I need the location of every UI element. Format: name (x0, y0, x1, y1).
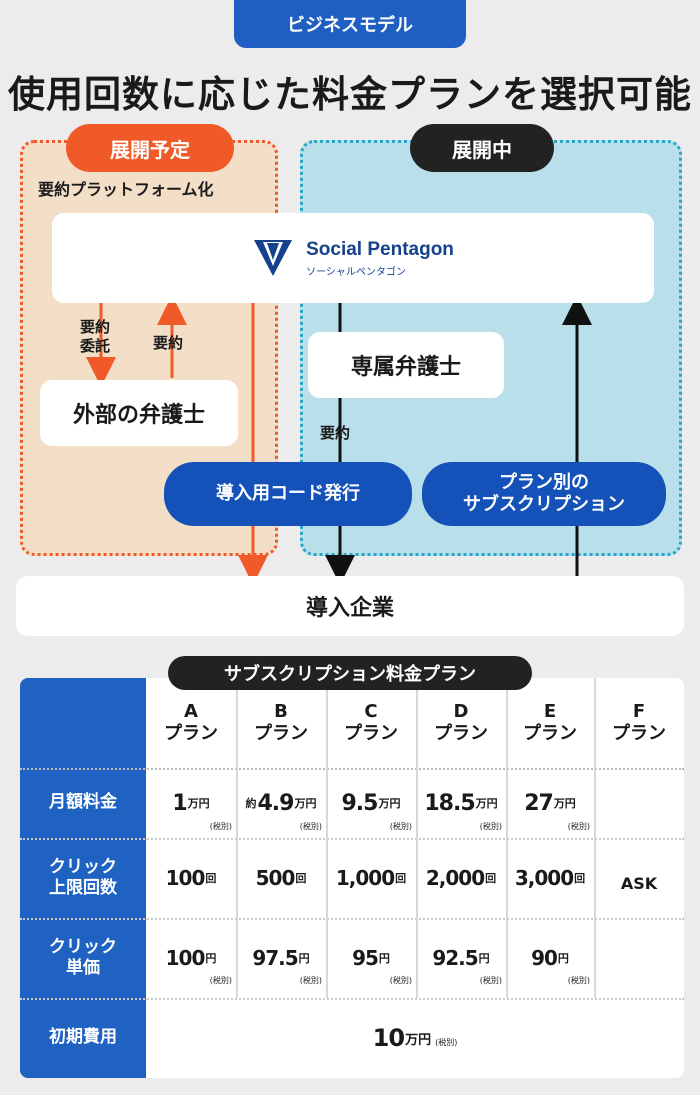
pentagon-logo-icon (254, 240, 293, 276)
col-divider (326, 678, 328, 998)
logo-name: Social Pentagon (306, 238, 454, 260)
row-divider (20, 998, 684, 1000)
col-divider (416, 678, 418, 998)
external-lawyer-box: 外部の弁護士 (40, 380, 238, 446)
col-divider (594, 678, 596, 998)
business-model-tag: ビジネスモデル (234, 0, 466, 48)
planned-badge: 展開予定 (66, 124, 234, 172)
row-label-monthly: 月額料金 (49, 792, 117, 813)
plan-f-ask: ASK (620, 873, 658, 893)
code-issue-pill: 導入用コード発行 (164, 462, 412, 526)
social-pentagon-logo: Social Pentagon ソーシャルペンタゴン (252, 238, 454, 278)
summary-label: 要約 (320, 424, 351, 442)
pricing-title: サブスクリプション料金プラン (168, 656, 532, 690)
company-box: 導入企業 (16, 576, 684, 636)
logo-kana: ソーシャルペンタゴン (306, 266, 406, 278)
row-label-click-limit: クリック 上限回数 (49, 856, 117, 898)
col-divider (506, 678, 508, 998)
row-divider (20, 838, 684, 840)
row-divider (20, 918, 684, 920)
col-divider (236, 678, 238, 998)
row-label-initial-fee: 初期費用 (49, 1027, 117, 1048)
row-label-click-price: クリック 単価 (49, 936, 117, 978)
delegate-label: 要約 委託 (80, 318, 111, 355)
social-pentagon-box: Social Pentagon ソーシャルペンタゴン (52, 213, 654, 303)
dedicated-lawyer-box: 専属弁護士 (308, 332, 504, 398)
page-title: 使用回数に応じた料金プランを選択可能 (8, 73, 692, 116)
row-divider (20, 768, 684, 770)
summary-up-label: 要約 (153, 334, 184, 352)
subscription-pill: プラン別の サブスクリプション (422, 462, 666, 526)
table-row-header-column (20, 678, 146, 1078)
platform-subtitle: 要約プラットフォーム化 (38, 180, 214, 199)
active-badge: 展開中 (410, 124, 554, 172)
